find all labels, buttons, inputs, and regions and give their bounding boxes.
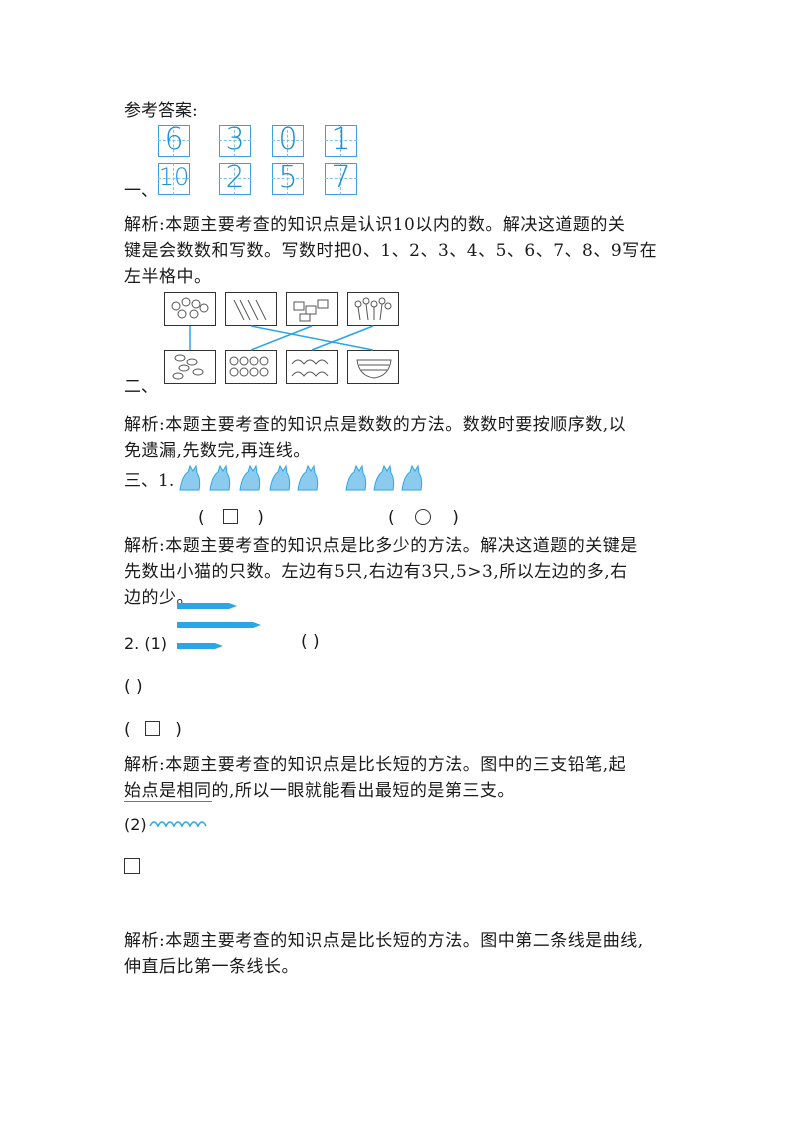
left-answer-blank: ( ) bbox=[198, 508, 264, 528]
digit-cell: 0 bbox=[272, 122, 304, 157]
q2-label: 2. (1) bbox=[124, 634, 168, 653]
paren-close: ) bbox=[452, 508, 459, 528]
digit-cell: 1 bbox=[325, 122, 357, 157]
digit-value: 2 bbox=[225, 160, 245, 195]
square-mark-icon bbox=[145, 721, 161, 736]
digit-cell: 5 bbox=[272, 160, 304, 195]
square-mark-icon bbox=[124, 858, 140, 874]
analysis-line: 先数出小猫的只数。左边有5只,右边有3只,5>3,所以左边的多,右 bbox=[124, 562, 628, 582]
analysis-line: 解析:本题主要考查的知识点是认识10以内的数。解决这道题的关 bbox=[124, 215, 626, 235]
section1-label: 一、 bbox=[124, 181, 158, 201]
section3-analysis: 解析:本题主要考查的知识点是比多少的方法。解决这道题的关键是 先数出小猫的只数。… bbox=[124, 533, 684, 611]
square-mark-icon bbox=[223, 509, 239, 524]
pencil-icon bbox=[177, 622, 261, 628]
digit-value: 0 bbox=[278, 122, 298, 157]
pencil-icon bbox=[177, 603, 237, 609]
digit-value: 3 bbox=[225, 122, 245, 157]
digit-value: 10 bbox=[158, 163, 190, 191]
analysis-line: 左半格中。 bbox=[124, 267, 212, 287]
digit-cell: 7 bbox=[325, 160, 357, 195]
digit-value: 7 bbox=[331, 160, 351, 195]
blank-b: ( ) bbox=[124, 677, 143, 697]
analysis-line: 解析:本题主要考查的知识点是数数的方法。数数时要按顺序数,以 bbox=[124, 415, 627, 435]
section3-label: 三、1. bbox=[124, 471, 175, 491]
paren-open: ( bbox=[198, 508, 205, 528]
analysis-text: 的,所以一眼就能看出最短的是第三支。 bbox=[211, 781, 515, 801]
underlined-text: 始点是相同 bbox=[124, 781, 212, 802]
blank-a: ( ) bbox=[301, 632, 320, 652]
section2-analysis: 解析:本题主要考查的知识点是数数的方法。数数时要按顺序数,以 免遗漏,先数完,再… bbox=[124, 412, 684, 464]
digit-value: 5 bbox=[278, 160, 298, 195]
analysis-line: 伸直后比第一条线长。 bbox=[124, 957, 299, 977]
analysis-line: 边的少。 bbox=[124, 588, 194, 608]
curved-line-icon bbox=[149, 821, 207, 828]
analysis-line: 解析:本题主要考查的知识点是比长短的方法。图中的三支铅笔,起 bbox=[124, 755, 627, 775]
digit-cell: 10 bbox=[158, 163, 190, 195]
digit-cell: 3 bbox=[219, 122, 251, 157]
analysis-line: 始点是相同的,所以一眼就能看出最短的是第三支。 bbox=[124, 778, 684, 804]
q2-sub2-analysis: 解析:本题主要考查的知识点是比长短的方法。图中第二条线是曲线, 伸直后比第一条线… bbox=[124, 928, 684, 980]
analysis-line: 解析:本题主要考查的知识点是比多少的方法。解决这道题的关键是 bbox=[124, 536, 638, 556]
blank-c: ( ) bbox=[124, 720, 182, 740]
paren-close: ) bbox=[175, 720, 182, 740]
section1-analysis: 解析:本题主要考查的知识点是认识10以内的数。解决这道题的关 键是会数数和写数。… bbox=[124, 212, 684, 290]
q2-sub2-label: (2) bbox=[124, 815, 147, 834]
right-answer-blank: ( ) bbox=[388, 508, 459, 528]
analysis-line: 键是会数数和写数。写数时把0、1、2、3、4、5、6、7、8、9写在 bbox=[124, 241, 658, 261]
digit-cell: 2 bbox=[219, 160, 251, 195]
analysis-line: 解析:本题主要考查的知识点是比长短的方法。图中第二条线是曲线, bbox=[124, 931, 644, 951]
matching-lines bbox=[164, 292, 399, 384]
digit-cell: 6 bbox=[158, 122, 190, 157]
pencil-icon bbox=[177, 643, 223, 649]
digit-value: 6 bbox=[164, 122, 184, 157]
paren-open: ( bbox=[124, 720, 131, 740]
cats-illustration bbox=[179, 464, 423, 491]
paren-close: ) bbox=[257, 508, 264, 528]
circle-mark-icon bbox=[415, 509, 432, 525]
answer-heading: 参考答案: bbox=[124, 101, 198, 121]
section2-label: 二、 bbox=[124, 377, 158, 397]
matching-diagram bbox=[164, 292, 404, 386]
paren-open: ( bbox=[388, 508, 395, 528]
digit-value: 1 bbox=[331, 122, 351, 157]
analysis-line: 免遗漏,先数完,再连线。 bbox=[124, 441, 311, 461]
q2-analysis: 解析:本题主要考查的知识点是比长短的方法。图中的三支铅笔,起 始点是相同的,所以… bbox=[124, 752, 684, 804]
